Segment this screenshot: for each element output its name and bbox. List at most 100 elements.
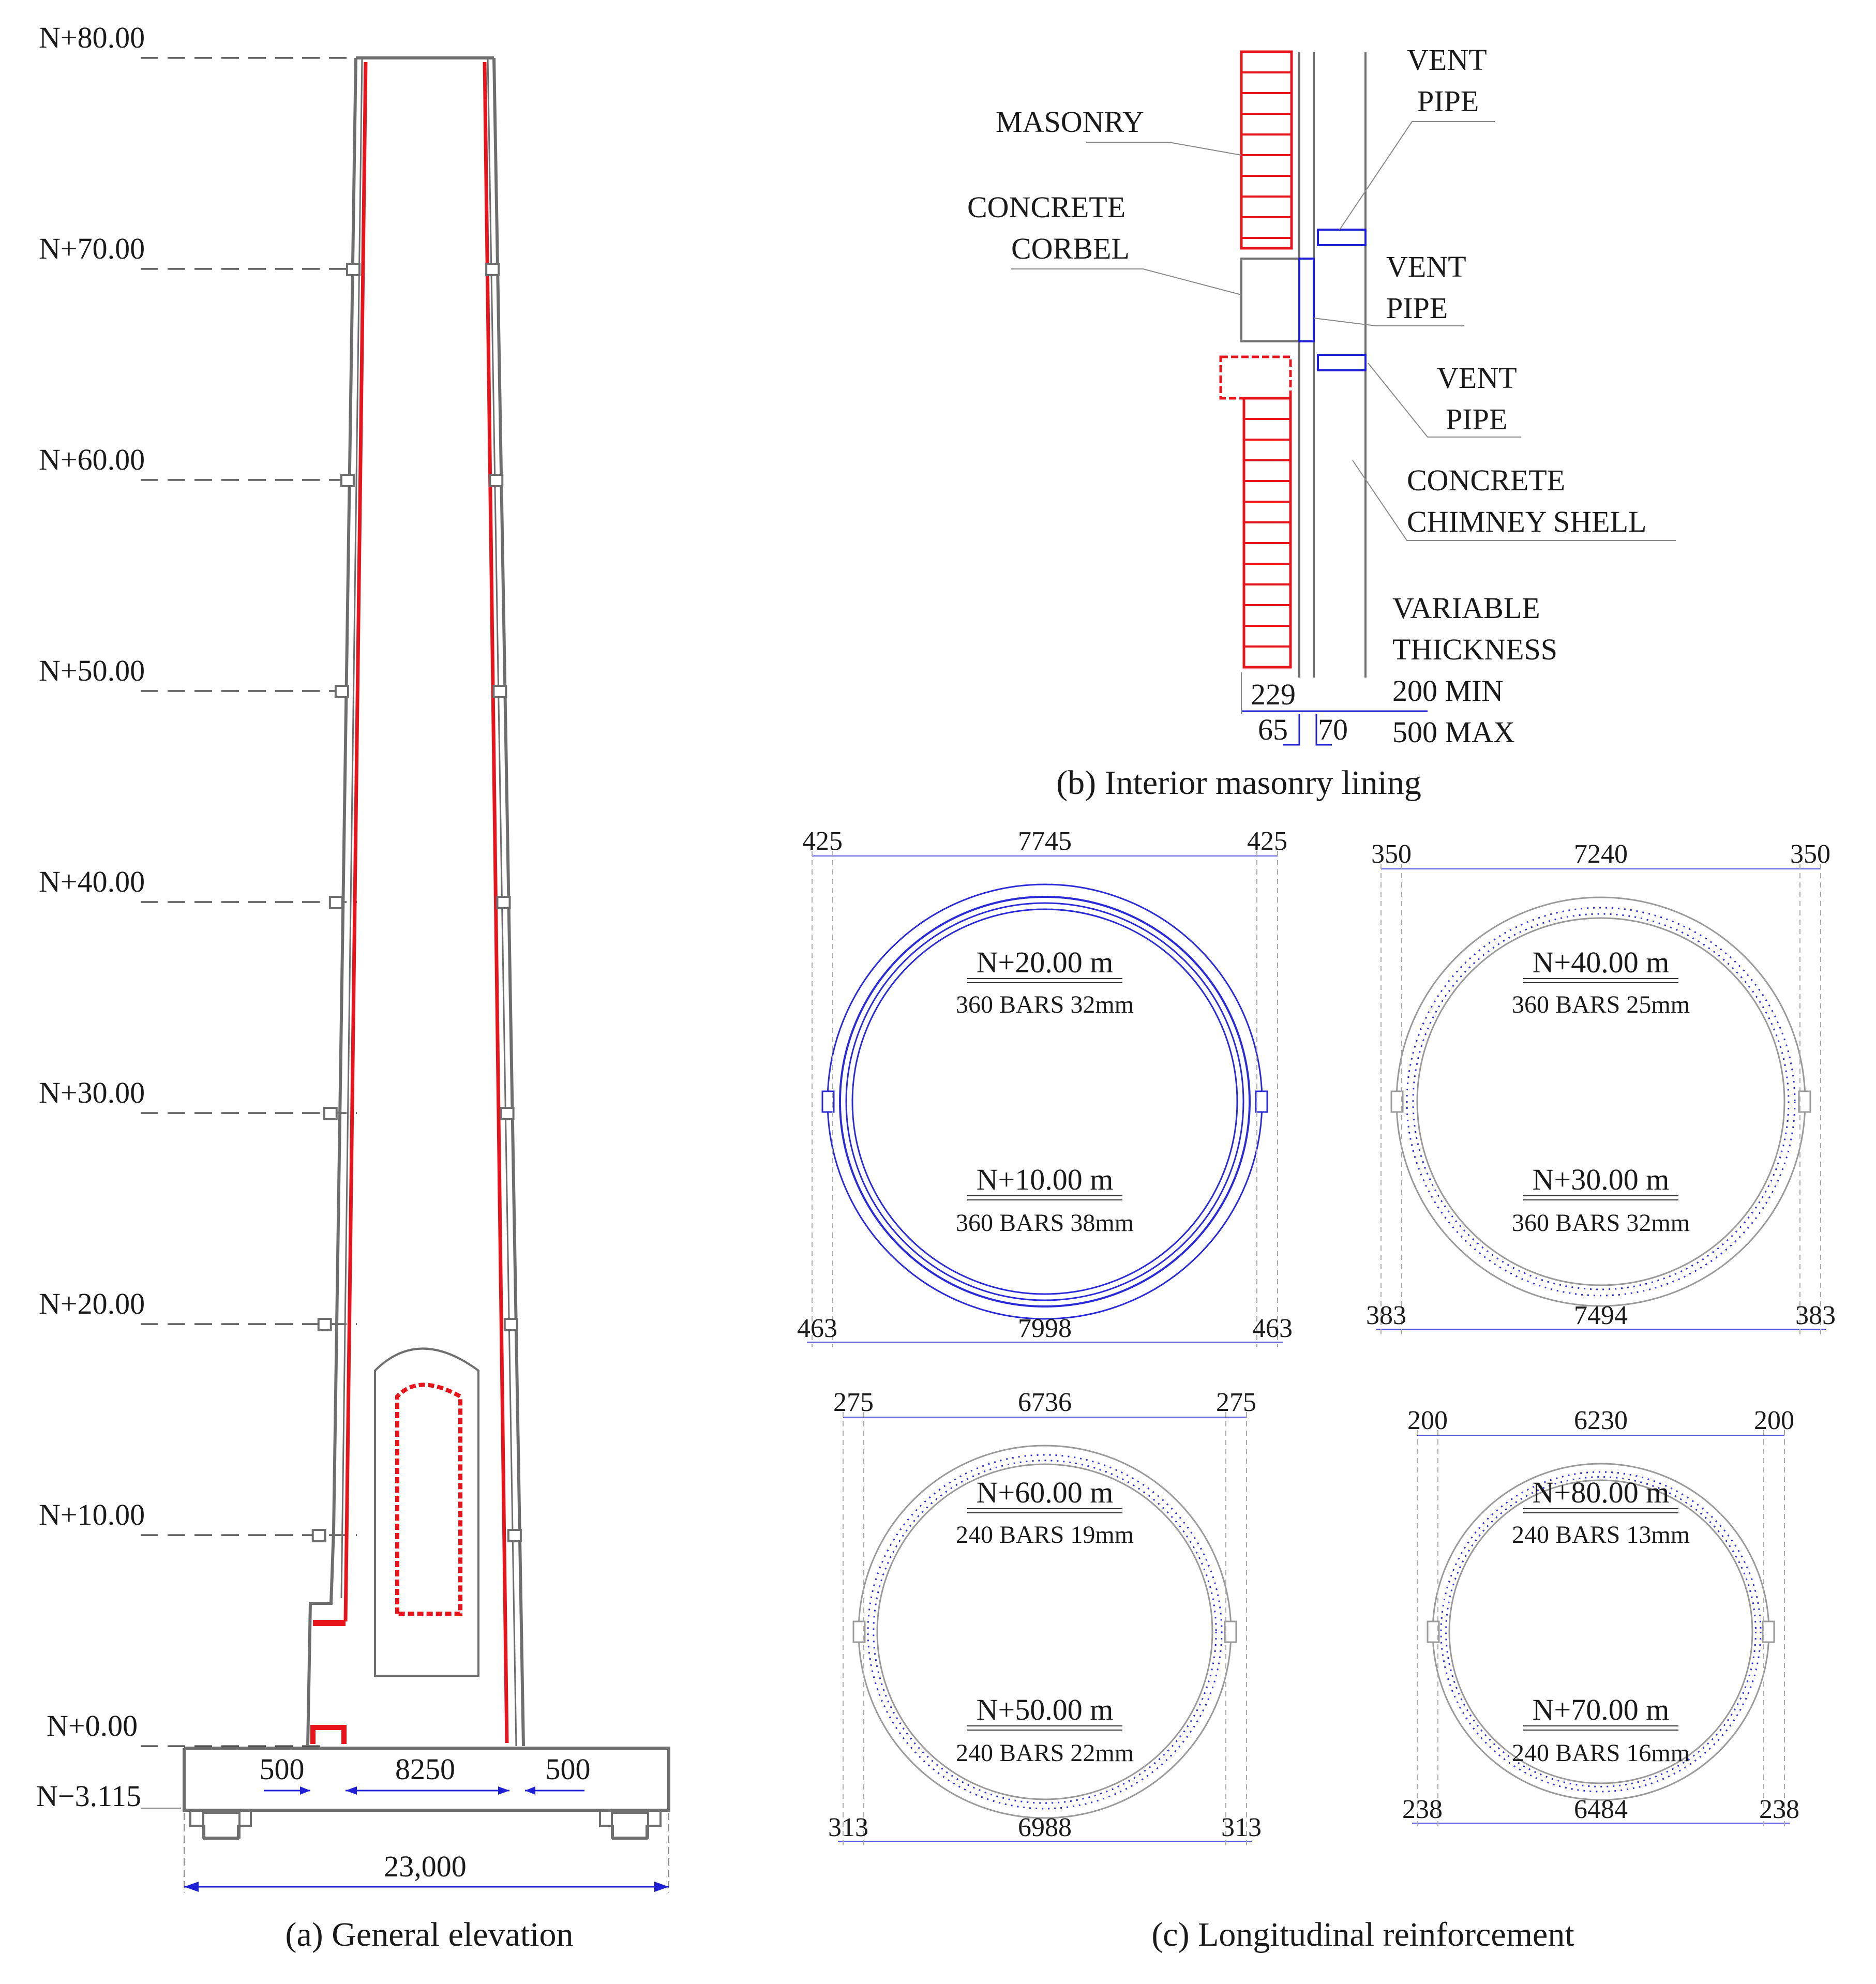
corbel-left-2: [334, 685, 349, 698]
dim-label-left-500: 500: [260, 1752, 305, 1786]
corbel-left-3: [328, 896, 343, 909]
flue-opening: [374, 1347, 479, 1677]
section-top-bars: 240 BARS 13mm: [1512, 1521, 1690, 1549]
section-inner-ring: [851, 908, 1238, 1295]
label-vent-1a: VENT: [1407, 43, 1487, 77]
pile-cap-left: [189, 1810, 252, 1840]
section-top-level: N+40.00 m: [1533, 945, 1670, 979]
section-rebar-ring: [867, 1454, 1223, 1810]
section-inner-ring: [1416, 917, 1785, 1286]
section-bottom-dim-right: 463: [1252, 1314, 1293, 1343]
label-vent-2b: PIPE: [1386, 291, 1448, 325]
section-step-left: [1427, 1620, 1440, 1643]
vent-pipe-lower: [1317, 354, 1367, 371]
section-inner-ring: [1448, 1479, 1753, 1784]
dim-label-229: 229: [1251, 678, 1296, 711]
section-step-right: [1798, 1090, 1811, 1113]
section-top-level: N+80.00 m: [1533, 1476, 1670, 1509]
dim-arrow-total-left: [184, 1882, 199, 1892]
lining-support-lower: [310, 1725, 347, 1744]
elevation-levels: N+80.00 N+70.00 N+60.00 N+50.00 N+40.00 …: [36, 21, 357, 1813]
section-top-dim-mid: 6230: [1574, 1406, 1628, 1435]
leader-shell: [1352, 460, 1676, 541]
masonry-lower-block: [1242, 397, 1292, 669]
dim-arrow-total-right: [654, 1882, 669, 1892]
label-corbel-2: CORBEL: [1011, 232, 1130, 265]
label-masonry: MASONRY: [996, 105, 1144, 139]
pile-cap-right: [599, 1810, 662, 1840]
level-label-40: N+40.00: [39, 865, 145, 898]
section-bottom-dim-right: 383: [1795, 1301, 1836, 1330]
chimney-left-inner-wall: [340, 57, 363, 1599]
dim-arrow-8250-right: [498, 1786, 509, 1795]
label-thickness-3: 200 MIN: [1392, 674, 1503, 708]
level-label-0: N+0.00: [47, 1709, 138, 1742]
section-rebar-ring-inner: [845, 902, 1244, 1301]
panel-b-masonry-lining: MASONRY CONCRETE CORBEL VENT PIPE VENT P…: [967, 43, 1676, 802]
section-top-dim-right: 425: [1247, 826, 1287, 856]
vent-pipe-vertical: [1298, 258, 1315, 342]
leader-vent-1: [1339, 121, 1495, 230]
pile-cap-right-inner: [611, 1812, 649, 1839]
section-step-left: [821, 1090, 835, 1113]
dim-label-70: 70: [1318, 713, 1348, 746]
caption-longitudinal-reinforcement: (c) Longitudinal reinforcement: [1151, 1916, 1574, 1953]
section-inner-ring: [876, 1463, 1213, 1800]
right-masonry-lining: [483, 62, 509, 1743]
dim-arrow-500-right: [525, 1786, 535, 1795]
leader-vent-3: [1368, 363, 1521, 438]
section-bottom-dim-left: 383: [1366, 1301, 1406, 1330]
section-bottom-dim-left: 463: [797, 1314, 837, 1343]
section-bottom-bars: 240 BARS 16mm: [1512, 1739, 1690, 1767]
corbel-right-0: [485, 263, 500, 276]
dim-65-leader: [1283, 714, 1300, 746]
level-label-foundation: N−3.115: [36, 1779, 141, 1813]
section-rebar-ring: [839, 896, 1251, 1307]
label-vent-3a: VENT: [1437, 361, 1517, 395]
flue-opening-frame: [374, 1347, 479, 1677]
section-bottom-dim-mid: 6988: [1018, 1813, 1072, 1842]
level-label-60: N+60.00: [39, 443, 145, 476]
pile-cap-left-inner: [202, 1812, 241, 1839]
dim-70-leader: [1315, 714, 1332, 746]
section-top-dim-right: 200: [1754, 1406, 1794, 1435]
section-bottom-dim-mid: 6484: [1574, 1795, 1628, 1824]
dim-label-8250: 8250: [395, 1752, 455, 1786]
masonry-upper-courses: [1241, 71, 1292, 239]
masonry-lower-courses: [1244, 418, 1290, 648]
caption-general-elevation: (a) General elevation: [285, 1916, 573, 1953]
section-top-dim-left: 425: [802, 826, 843, 856]
section-top-dim-left: 275: [833, 1388, 874, 1417]
dim-arrow-8250-left: [346, 1786, 357, 1795]
vent-pipe-upper: [1317, 229, 1367, 246]
section-bottom-dim-mid: 7494: [1574, 1301, 1628, 1330]
section-rebar-ring: [1406, 907, 1796, 1297]
corbel-right-6: [507, 1529, 522, 1542]
section-top-dim-mid: 7745: [1018, 826, 1072, 856]
panel-a-general-elevation: N+80.00 N+70.00 N+60.00 N+50.00 N+40.00 …: [36, 21, 670, 1953]
corbel-left-4: [323, 1107, 338, 1120]
corbel-right-3: [496, 896, 511, 909]
label-vent-3b: PIPE: [1446, 402, 1507, 436]
section-bottom-dim-right: 313: [1221, 1813, 1262, 1842]
section-top-dim-left: 350: [1371, 839, 1412, 869]
elevation-dimensions: 500 8250 500 23,000: [184, 1752, 669, 1892]
label-thickness-4: 500 MAX: [1392, 715, 1515, 749]
label-vent-1b: PIPE: [1417, 84, 1479, 118]
label-vent-2a: VENT: [1386, 250, 1466, 283]
corbel-right-4: [500, 1107, 515, 1120]
chimney-shell: [306, 56, 525, 1747]
section-top-bars: 240 BARS 19mm: [956, 1521, 1134, 1549]
level-label-80: N+80.00: [39, 21, 145, 54]
leader-masonry: [1086, 142, 1242, 156]
section-rebar-ring-inner: [1445, 1476, 1757, 1787]
section-rebar-ring-inner: [1412, 913, 1790, 1290]
masonry-upper-block: [1240, 50, 1293, 250]
